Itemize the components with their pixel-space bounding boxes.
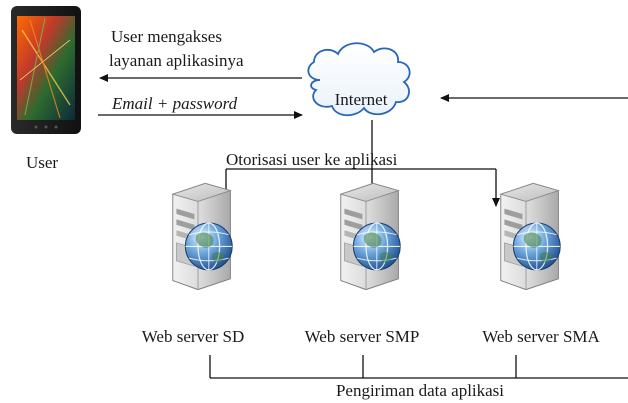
server-label-sd: Web server SD xyxy=(142,327,245,346)
internet-label: Internet xyxy=(335,90,388,109)
authorization-label: Otorisasi user ke aplikasi xyxy=(226,150,398,169)
server-label-smp: Web server SMP xyxy=(305,327,420,346)
smartphone-icon xyxy=(11,6,81,134)
access-label-line2: layanan aplikasinya xyxy=(109,51,244,70)
server-icon-smp xyxy=(340,182,401,291)
access-label-line1: User mengakses xyxy=(111,27,222,46)
server-icon-sd xyxy=(172,182,233,291)
delivery-label: Pengiriman data aplikasi xyxy=(336,381,504,400)
server-label-sma: Web server SMA xyxy=(482,327,600,346)
credentials-label: Email + password xyxy=(111,94,238,113)
cloud-icon xyxy=(307,42,411,117)
server-icon-sma xyxy=(500,182,561,291)
delivery-bracket xyxy=(209,355,628,379)
user-label: User xyxy=(26,153,58,172)
